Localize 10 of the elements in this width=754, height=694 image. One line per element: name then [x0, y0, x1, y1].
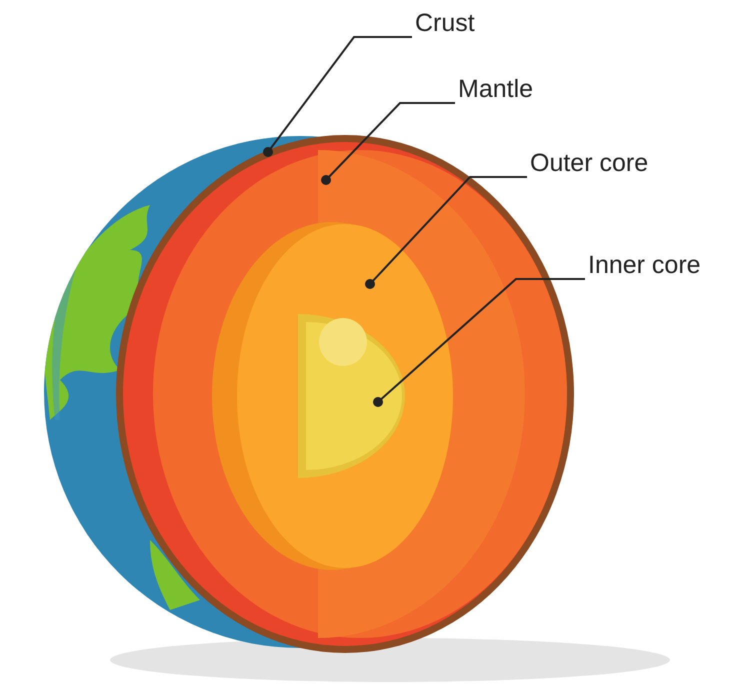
leader-line — [365, 176, 527, 289]
part-label: Outer core — [530, 148, 648, 178]
leader-line — [373, 278, 585, 407]
leader-line — [321, 102, 455, 185]
inner-core-layer — [298, 314, 405, 478]
part-label: Mantle — [458, 74, 534, 104]
outer-core-layer — [212, 222, 453, 570]
leader-line — [263, 36, 412, 157]
part-label: Crust — [415, 8, 475, 38]
part-label: Inner core — [588, 250, 701, 280]
